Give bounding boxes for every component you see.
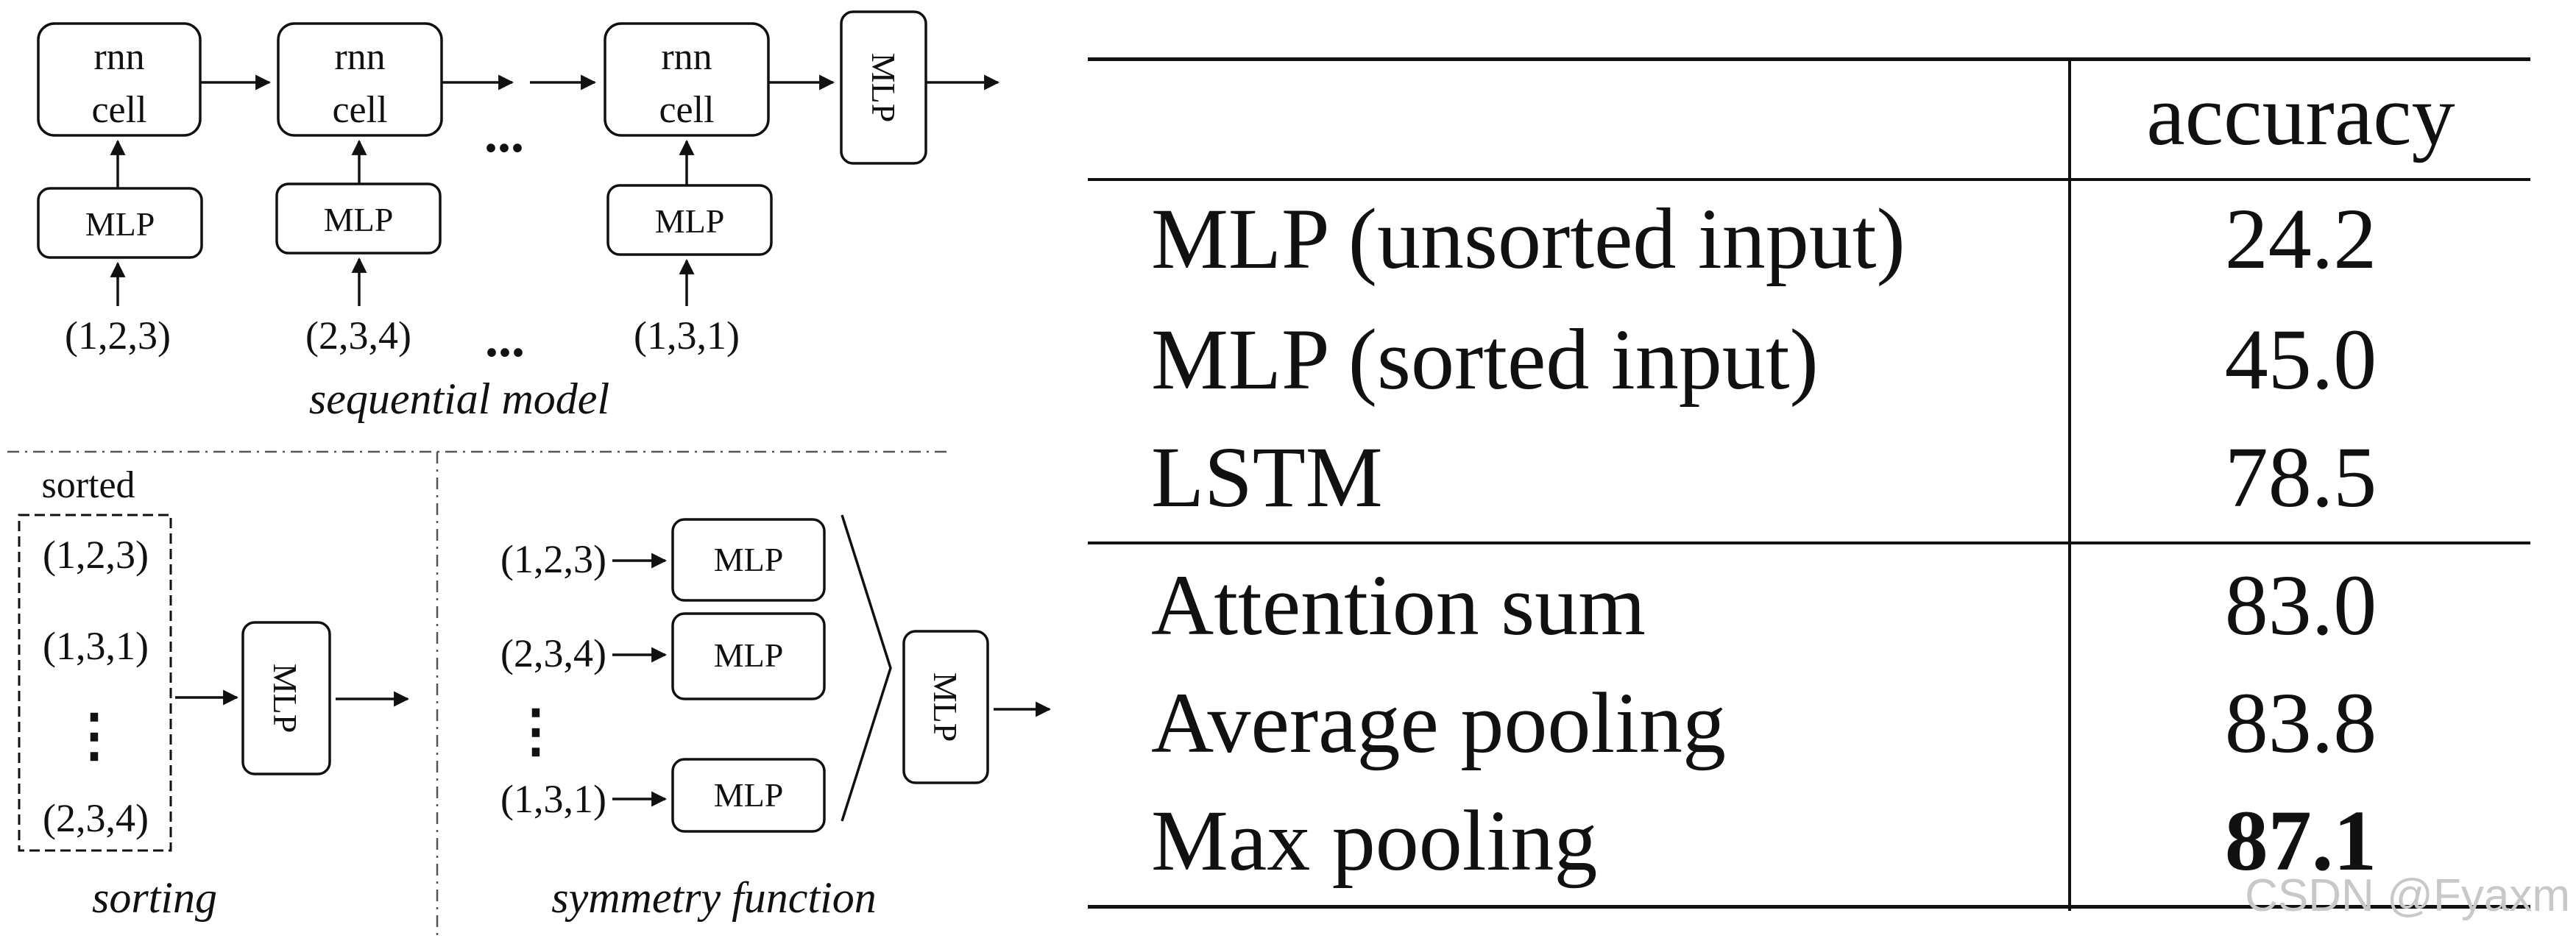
table-row-label: Average pooling	[1151, 675, 1726, 771]
mlp-label: MLP	[655, 202, 725, 240]
output-mlp-box	[840, 10, 927, 165]
results-table: accuracy MLP (unsorted input) 24.2 MLP (…	[1088, 57, 2530, 911]
rnn-cell-box	[604, 22, 770, 137]
rnn-cell-label: cell	[659, 89, 714, 131]
table-row-label: Max pooling	[1151, 792, 1598, 889]
max-pooling-shape	[841, 514, 892, 822]
symmetry-mlp-label: MLP	[927, 672, 964, 742]
input-tuple: (2,3,4)	[500, 631, 606, 675]
table-row-value: 45.0	[2224, 311, 2377, 408]
mlp-label: MLP	[85, 205, 155, 243]
table-row-value-best: 87.1	[2224, 792, 2377, 889]
input-tuple: (1,2,3)	[65, 313, 171, 358]
symmetry-model: (1,2,3) (2,3,4) ⋮ (1,3,1) MLP MLP MLP ML…	[500, 514, 1052, 922]
table-group-rule	[1088, 541, 2530, 544]
output-mlp-label: MLP	[865, 53, 902, 123]
mlp-box	[37, 187, 203, 259]
table-top-rule	[1088, 57, 2530, 61]
sequential-caption: sequential model	[309, 374, 609, 423]
input-tuple: (1,3,1)	[500, 777, 606, 821]
table-column-rule	[2068, 57, 2071, 911]
rnn-cell-label: rnn	[661, 36, 712, 78]
vertical-ellipsis: ⋮	[507, 699, 565, 763]
input-tuple: (1,3,1)	[634, 313, 740, 358]
vertical-ellipsis: ⋮	[66, 703, 123, 767]
sorting-mlp-box	[241, 621, 331, 775]
sorting-mlp-label: MLP	[266, 664, 304, 734]
rnn-cell-box	[277, 22, 443, 137]
table-row-value: 24.2	[2224, 191, 2377, 287]
symmetry-caption: symmetry function	[551, 873, 877, 922]
mlp-box	[671, 612, 826, 700]
sorted-item: (1,2,3)	[43, 533, 149, 577]
mlp-box	[671, 518, 826, 602]
mlp-label: MLP	[714, 636, 784, 674]
sequential-model: rnn cell rnn cell rnn cell MLP ... MLP M…	[37, 10, 1000, 423]
sorting-caption: sorting	[92, 873, 217, 922]
table-row-label: MLP (unsorted input)	[1151, 191, 1906, 287]
sorted-title: sorted	[41, 464, 135, 506]
ellipsis: ...	[485, 309, 525, 368]
table-bottom-rule	[1088, 905, 2530, 909]
input-tuple: (2,3,4)	[305, 313, 411, 358]
watermark: CSDN @Fyaxm	[2245, 870, 2570, 921]
rnn-cell-box	[37, 22, 202, 137]
sorting-model: sorted (1,2,3) (1,3,1) ⋮ (2,3,4) MLP sor…	[18, 464, 410, 922]
rnn-cell-label: cell	[91, 89, 146, 131]
rnn-cell-label: rnn	[334, 36, 385, 78]
model-diagram: rnn cell rnn cell rnn cell MLP ... MLP M…	[7, 10, 1052, 941]
table-row-value: 83.0	[2224, 557, 2377, 653]
table-row-label: LSTM	[1151, 429, 1383, 525]
rnn-cell-label: rnn	[93, 36, 144, 78]
table-row-value: 83.8	[2224, 675, 2377, 771]
mlp-label: MLP	[714, 541, 784, 578]
symmetry-mlp-box	[902, 630, 989, 784]
rnn-cell-label: cell	[332, 89, 387, 131]
table-row-label: MLP (sorted input)	[1151, 311, 1819, 408]
ellipsis: ...	[484, 104, 524, 163]
accuracy-header: accuracy	[2146, 67, 2455, 163]
sorted-item: (1,3,1)	[43, 624, 149, 668]
mlp-label: MLP	[324, 201, 394, 238]
table-row-value: 78.5	[2224, 429, 2377, 525]
input-tuple: (1,2,3)	[500, 537, 606, 581]
sorted-list-box	[18, 514, 172, 852]
table-header-rule	[1088, 178, 2530, 181]
mlp-label: MLP	[714, 776, 784, 814]
mlp-box	[606, 184, 773, 256]
mlp-box	[671, 758, 826, 833]
table-row-label: Attention sum	[1151, 557, 1646, 653]
sorted-item: (2,3,4)	[43, 796, 149, 840]
